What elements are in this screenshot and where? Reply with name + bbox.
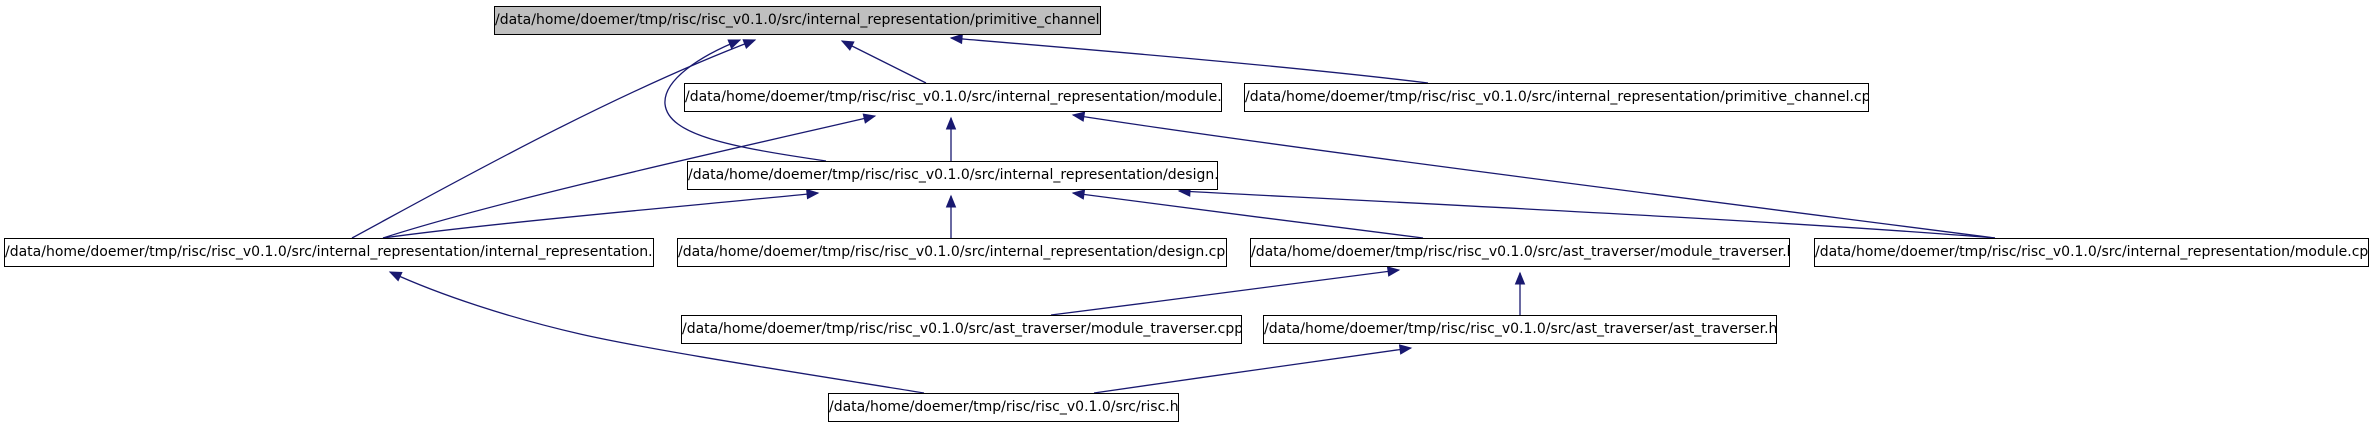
edge-internal-representation-h-to-design-h <box>382 192 819 239</box>
node-module-h[interactable]: /data/home/doemer/tmp/risc/risc_v0.1.0/s… <box>684 83 1222 112</box>
node-design-h[interactable]: /data/home/doemer/tmp/risc/risc_v0.1.0/s… <box>687 161 1218 190</box>
arrowhead-icon <box>1071 111 1086 122</box>
edge-module-cpp-to-module-h <box>1072 114 1996 239</box>
edge-internal-representation-h-to-module-h <box>382 115 876 239</box>
arrowhead-icon <box>806 188 820 200</box>
arrowhead-icon <box>727 39 742 50</box>
edge-primitive-channel-cpp-to-primitive-channel-h <box>950 37 1429 84</box>
arrowhead-icon <box>840 40 855 51</box>
arrowhead-icon <box>862 113 877 124</box>
node-design-cpp[interactable]: /data/home/doemer/tmp/risc/risc_v0.1.0/s… <box>677 238 1227 267</box>
node-module-cpp[interactable]: /data/home/doemer/tmp/risc/risc_v0.1.0/s… <box>1814 238 2369 267</box>
node-module-traverser-cpp[interactable]: /data/home/doemer/tmp/risc/risc_v0.1.0/s… <box>681 315 1242 344</box>
node-ast-traverser-h[interactable]: /data/home/doemer/tmp/risc/risc_v0.1.0/s… <box>1263 315 1777 344</box>
arrowhead-icon <box>388 271 403 282</box>
edges-layer <box>351 33 1996 394</box>
arrowhead-icon <box>945 194 957 208</box>
edge-module-traverser-h-to-design-h <box>1072 192 1424 239</box>
arrowhead-icon <box>742 39 757 49</box>
arrowhead-icon <box>945 116 957 130</box>
node-internal-representation-h[interactable]: /data/home/doemer/tmp/risc/risc_v0.1.0/s… <box>4 238 654 267</box>
arrowhead-icon <box>1514 271 1526 285</box>
arrowhead-icon <box>1071 189 1086 200</box>
edge-module-cpp-to-design-h <box>1178 190 1996 239</box>
edge-risc-h-to-internal-representation-h <box>389 271 925 394</box>
node-primitive-channel-h: /data/home/doemer/tmp/risc/risc_v0.1.0/s… <box>494 6 1101 35</box>
edge-internal-representation-h-to-primitive-channel-h <box>351 39 756 239</box>
edge-risc-h-to-ast-traverser-h <box>1093 347 1412 394</box>
edge-design-h-to-primitive-channel-h <box>664 39 827 162</box>
edge-module-h-to-primitive-channel-h <box>841 40 927 84</box>
arrowhead-icon <box>949 33 963 45</box>
edge-module-traverser-cpp-to-module-traverser-h <box>1050 269 1400 316</box>
node-risc-h[interactable]: /data/home/doemer/tmp/risc/risc_v0.1.0/s… <box>828 393 1179 422</box>
node-primitive-channel-cpp[interactable]: /data/home/doemer/tmp/risc/risc_v0.1.0/s… <box>1244 83 1869 112</box>
node-module-traverser-h[interactable]: /data/home/doemer/tmp/risc/risc_v0.1.0/s… <box>1250 238 1790 267</box>
arrowhead-icon <box>1398 344 1413 355</box>
arrowhead-icon <box>1386 266 1401 277</box>
